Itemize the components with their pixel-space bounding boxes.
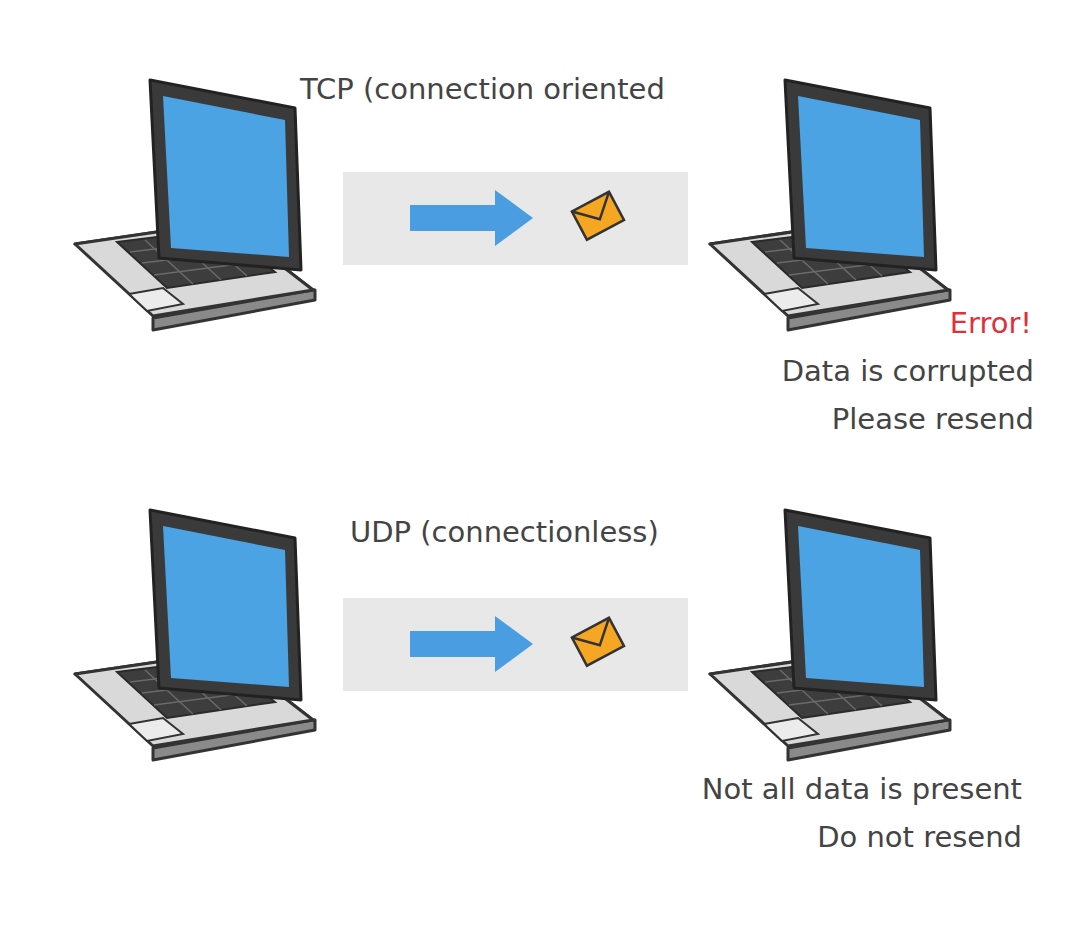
note-text: Data is corrupted [782,354,1034,389]
channel-band [343,598,688,691]
channel-band [343,172,688,265]
send-arrow [410,190,533,246]
receiver-laptop [710,80,950,330]
envelope-icon [572,618,624,666]
sender-laptop [75,510,315,760]
heading-text: UDP (connectionless) [350,515,659,550]
error-text: Error! [950,306,1032,341]
sender-laptop [75,80,315,330]
note-text: Please resend [832,402,1034,437]
send-arrow [410,616,533,672]
receiver-laptop [710,510,950,760]
note-text: Do not resend [817,820,1022,855]
envelope-icon [572,192,624,240]
heading-text: TCP (connection oriented [300,72,665,107]
note-text: Not all data is present [702,772,1022,807]
